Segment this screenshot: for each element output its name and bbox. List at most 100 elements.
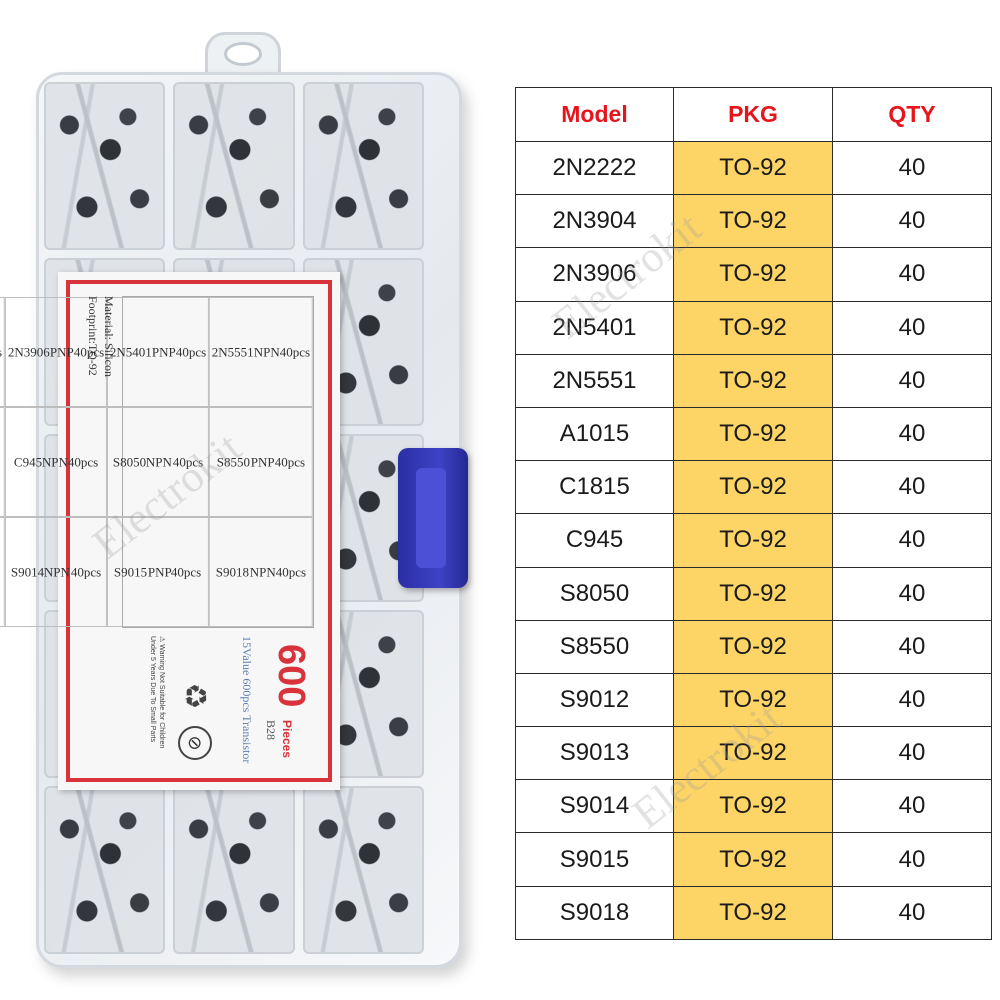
label-item-model: C945 xyxy=(13,454,42,470)
cell-pkg: TO-92 xyxy=(673,672,833,728)
cell-model: C945 xyxy=(515,513,674,568)
label-item-qty: 40pcs xyxy=(275,564,306,580)
cell-pkg: TO-92 xyxy=(673,460,833,515)
label-title: 15Value 600pcs Transistor xyxy=(240,636,254,764)
cell-model: 2N3904 xyxy=(515,194,674,249)
compartment xyxy=(302,82,424,250)
compartment xyxy=(173,82,295,250)
cell-qty: 40 xyxy=(832,513,992,568)
cell-model: S9013 xyxy=(515,726,674,781)
header-pkg: PKG xyxy=(673,87,833,142)
cell-pkg: TO-92 xyxy=(673,247,833,302)
label-item: C1815NPN40pcs xyxy=(0,407,5,517)
label-item-type: PNP xyxy=(147,564,172,580)
cell-qty: 40 xyxy=(832,300,992,355)
cell-pkg: TO-92 xyxy=(673,619,833,674)
cell-qty: 40 xyxy=(832,194,992,249)
label-item: S9013NPN40pcs xyxy=(0,517,5,627)
cell-qty: 40 xyxy=(832,726,992,781)
recycle-icon: ♻ xyxy=(178,682,211,710)
label-item-type: NPN xyxy=(249,564,276,580)
label-material: Material: Silicon xyxy=(102,296,116,377)
label-border xyxy=(66,280,332,782)
warning-title: Warning xyxy=(158,644,165,671)
label-item-qty: 40pcs xyxy=(172,454,203,470)
box-clasp-latch xyxy=(416,468,446,568)
cell-qty: 40 xyxy=(832,832,992,887)
label-item-type: NPN xyxy=(44,564,71,580)
label-warning: ⚠ Warning Not Suitable for Children Unde… xyxy=(148,636,166,768)
label-count: 600 xyxy=(270,644,312,708)
cell-model: A1015 xyxy=(515,406,674,462)
no-children-icon: ⊘ xyxy=(178,726,212,760)
cell-pkg: TO-92 xyxy=(673,513,833,568)
cell-qty: 40 xyxy=(832,140,992,196)
label-item-qty: 40pcs xyxy=(171,564,202,580)
cell-model: S9014 xyxy=(515,779,674,834)
label-item-type: PNP xyxy=(151,344,176,360)
header-qty: QTY xyxy=(832,87,992,142)
cell-qty: 40 xyxy=(832,460,992,515)
cell-pkg: TO-92 xyxy=(673,832,833,887)
cell-model: 2N5401 xyxy=(515,300,674,355)
cell-qty: 40 xyxy=(832,885,992,940)
label-item-type: NPN xyxy=(253,344,280,360)
cell-pkg: TO-92 xyxy=(673,566,833,621)
cell-qty: 40 xyxy=(832,619,992,674)
cell-pkg: TO-92 xyxy=(673,726,833,781)
cell-qty: 40 xyxy=(832,353,992,408)
label-item-qty: 40pcs xyxy=(274,454,305,470)
cell-model: S8050 xyxy=(515,566,674,621)
cell-model: 2N3906 xyxy=(515,247,674,302)
cell-pkg: TO-92 xyxy=(673,779,833,834)
cell-model: S9012 xyxy=(515,672,674,728)
table-header-row: Model PKG QTY xyxy=(515,87,992,142)
label-item-qty: 40pcs xyxy=(175,344,206,360)
cell-model: S8550 xyxy=(515,619,674,674)
label-item-qty: 40pcs xyxy=(279,344,310,360)
label-item-type: PNP xyxy=(49,344,74,360)
label-item-qty: 40pcs xyxy=(70,564,101,580)
label-footprint: Footprint:TO-92 xyxy=(86,296,100,376)
cell-model: S9018 xyxy=(515,885,674,940)
header-model: Model xyxy=(515,87,674,142)
cell-pkg: TO-92 xyxy=(673,140,833,196)
label-code: B28 xyxy=(264,720,278,741)
label-pieces: Pieces xyxy=(280,720,294,759)
compartment xyxy=(44,82,166,250)
compartment xyxy=(44,786,166,954)
label-item-model: S8050 xyxy=(112,454,147,470)
cell-model: S9015 xyxy=(515,832,674,887)
cell-model: 2N2222 xyxy=(515,140,674,196)
cell-qty: 40 xyxy=(832,779,992,834)
cell-pkg: TO-92 xyxy=(673,885,833,940)
cell-model: 2N5551 xyxy=(515,353,674,408)
label-item-model: S9014 xyxy=(10,564,45,580)
cell-qty: 40 xyxy=(832,406,992,462)
compartment xyxy=(302,786,424,954)
label-item-model: S8550 xyxy=(217,454,251,470)
label-item-model: 2N3906 xyxy=(7,344,50,360)
